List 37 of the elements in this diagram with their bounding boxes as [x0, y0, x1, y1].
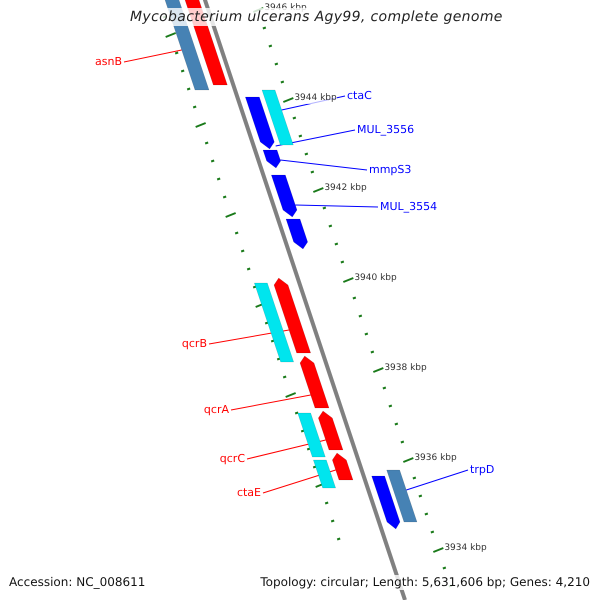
gene-label: trpD: [470, 463, 494, 477]
accession-text: Accession: NC_008611: [9, 575, 146, 590]
gene-feature: [262, 150, 281, 168]
position-label: 3944 kbp: [294, 93, 337, 104]
position-label: 3940 kbp: [354, 273, 397, 284]
gene-label: ctaC: [347, 89, 372, 103]
gene-feature: [332, 452, 354, 480]
gene-feature: [262, 90, 294, 146]
genome-summary-text: Topology: circular; Length: 5,631,606 bp; Genes: 4,210: [260, 575, 590, 590]
gene-feature: [286, 218, 308, 250]
leader-line: [406, 470, 468, 490]
position-label: 3942 kbp: [324, 183, 367, 194]
gene-label: qcrA: [204, 403, 229, 417]
gene-feature: [313, 460, 336, 488]
gene-label: MUL_3554: [380, 200, 438, 214]
gene-label: MUL_3556: [357, 123, 414, 137]
position-label: 3934 kbp: [444, 543, 487, 554]
leader-line: [124, 50, 182, 62]
gene-feature: [297, 412, 326, 458]
gene-feature: [300, 356, 330, 408]
position-label: 3936 kbp: [414, 453, 457, 464]
leader-line: [230, 394, 312, 410]
gene-feature: [254, 282, 294, 362]
gene-label: asnB: [95, 55, 122, 69]
gene-label: ctaE: [236, 486, 261, 500]
leader-line: [280, 160, 368, 170]
gene-feature: [274, 278, 311, 354]
gene-feature: [371, 476, 400, 530]
gene-feature: [271, 174, 298, 218]
gene-label: qcrB: [182, 337, 207, 351]
gene-feature: [386, 470, 418, 522]
leader-line: [294, 204, 378, 208]
position-label: 3938 kbp: [384, 363, 427, 374]
gene-feature: [318, 410, 344, 450]
gene-feature: [245, 96, 275, 150]
gene-label: qcrC: [220, 452, 245, 466]
gene-label: mmpS3: [369, 163, 412, 177]
